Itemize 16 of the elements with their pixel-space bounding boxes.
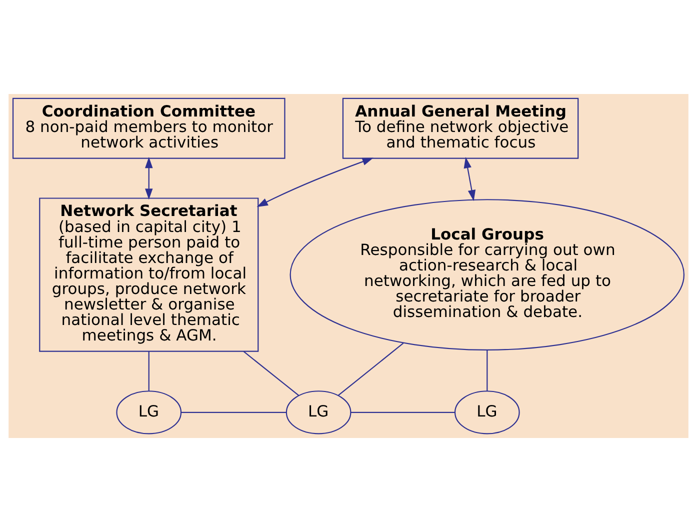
connector [486, 350, 488, 391]
connector [148, 352, 150, 391]
node-box: Annual General Meeting To define network objective and thematic focus [342, 98, 579, 159]
arrow [464, 157, 476, 202]
connector [243, 351, 300, 396]
node-ellipse: LG [454, 390, 520, 434]
node-box: Coordination Committee 8 non-paid members to monitor network activities [12, 98, 286, 159]
node-ellipse: LG [286, 390, 352, 434]
arrow [256, 158, 374, 208]
node-ellipse: LG [116, 390, 182, 434]
arrow [145, 156, 153, 200]
node-box: Network Secretariat (based in capital city) 1 full-time person paid to facilitate exchange of information to/from local groups, produce network newsletter & organise national level thematic meetings & AGM. [39, 198, 259, 352]
node-ellipse: Local Groups Responsible for carrying out own action-research & local networking, which are fed up to secretariate for broader dissemination & debate. [290, 199, 685, 350]
connector [338, 342, 404, 396]
connector [350, 412, 455, 413]
connector [181, 412, 286, 413]
